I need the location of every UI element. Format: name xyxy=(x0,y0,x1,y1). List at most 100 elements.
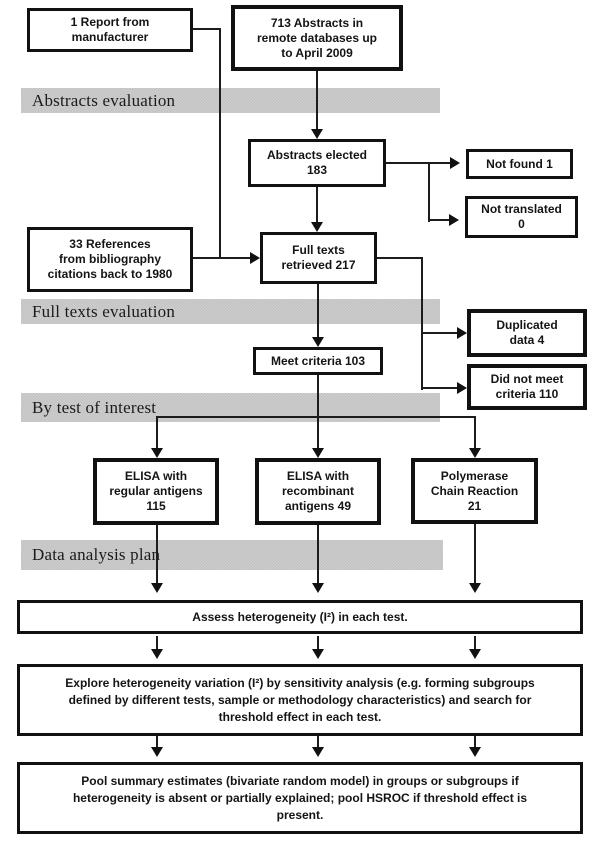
section-band-by-test-of-interest: By test of interest xyxy=(21,393,440,422)
node-text-line: Polymerase xyxy=(440,468,509,483)
arrow-right-icon xyxy=(450,157,460,169)
connector-line xyxy=(421,332,459,334)
connector-line xyxy=(156,525,158,585)
node-text-line: regular antigens xyxy=(109,484,203,498)
arrow-down-icon xyxy=(312,747,324,757)
node-polymerase-chain-reaction: Polymerase Chain Reaction 21 xyxy=(411,458,538,524)
section-band-abstracts-evaluation: Abstracts evaluation xyxy=(21,88,440,113)
node-text-line: criteria 110 xyxy=(495,387,559,401)
node-text-line: ELISA with xyxy=(124,469,188,483)
band-label: By test of interest xyxy=(32,397,157,417)
connector-line xyxy=(317,284,319,340)
node-text-line: Abstracts elected xyxy=(266,148,368,162)
connector-line xyxy=(193,257,253,259)
node-text-line: manufacturer xyxy=(71,30,149,44)
node-abstracts-elected: Abstracts elected 183 xyxy=(248,139,386,187)
arrow-down-icon xyxy=(311,222,323,232)
node-text-line: Pool summary estimates (bivariate random… xyxy=(81,773,519,788)
node-text-line: 1 Report from xyxy=(70,15,150,29)
connector-line xyxy=(474,416,476,450)
node-text-line: heterogeneity is absent or partially exp… xyxy=(72,790,528,805)
node-text-line: 0 xyxy=(518,217,525,231)
connector-line xyxy=(428,219,457,221)
arrow-down-icon xyxy=(312,448,324,458)
node-text-line: Full texts xyxy=(292,243,345,257)
node-text-line: remote databases up xyxy=(256,30,378,45)
arrow-down-icon xyxy=(312,337,324,347)
connector-line xyxy=(156,735,158,749)
node-report-from-manufacturer: 1 Report from manufacturer xyxy=(27,8,193,52)
arrow-down-icon xyxy=(312,649,324,659)
node-elisa-recombinant-antigens: ELISA with recombinant antigens 49 xyxy=(255,458,381,525)
connector-line xyxy=(219,28,221,259)
connector-line xyxy=(474,735,476,749)
node-text-line: Assess heterogeneity (I²) in each test. xyxy=(192,609,408,624)
arrow-down-icon xyxy=(151,747,163,757)
arrow-right-icon xyxy=(250,252,260,264)
node-text-line: Not translated xyxy=(481,202,562,216)
node-assess-heterogeneity: Assess heterogeneity (I²) in each test. xyxy=(17,600,583,634)
connector-line xyxy=(421,387,459,389)
node-text-line: threshold effect in each test. xyxy=(218,709,382,724)
node-text-line: 713 Abstracts in xyxy=(270,15,364,30)
node-text-line: 115 xyxy=(146,499,166,513)
node-text-line: Meet criteria 103 xyxy=(270,353,366,368)
section-band-data-analysis-plan: Data analysis plan xyxy=(21,540,443,570)
node-text-line: ELISA with xyxy=(286,469,350,483)
node-references-33: 33 References from bibliography citation… xyxy=(27,227,193,292)
connector-line xyxy=(317,374,319,418)
band-label: Full texts evaluation xyxy=(32,301,176,321)
node-text-line: present. xyxy=(276,807,324,822)
node-text-line: 21 xyxy=(467,498,482,513)
arrow-down-icon xyxy=(151,448,163,458)
arrow-down-icon xyxy=(469,583,481,593)
node-full-texts-retrieved: Full texts retrieved 217 xyxy=(260,232,377,284)
node-text-line: retrieved 217 xyxy=(281,258,356,272)
arrow-down-icon xyxy=(469,448,481,458)
node-text-line: data 4 xyxy=(509,333,545,347)
connector-line xyxy=(193,28,221,30)
node-text-line: from bibliography xyxy=(59,252,161,266)
arrow-down-icon xyxy=(311,129,323,139)
connector-line xyxy=(317,416,319,450)
connector-line xyxy=(428,162,458,164)
arrow-right-icon xyxy=(457,382,467,394)
arrow-down-icon xyxy=(469,747,481,757)
node-abstracts-713: 713 Abstracts in remote databases up to … xyxy=(231,5,403,71)
node-text-line: Not found 1 xyxy=(486,156,553,171)
connector-line xyxy=(316,71,318,131)
node-elisa-regular-antigens: ELISA with regular antigens 115 xyxy=(93,458,219,525)
node-text-line: Duplicated xyxy=(496,318,558,332)
node-meet-criteria: Meet criteria 103 xyxy=(253,347,383,375)
connector-line xyxy=(474,524,476,585)
node-text-line: Did not meet xyxy=(490,372,564,386)
band-label: Data analysis plan xyxy=(32,545,161,564)
connector-line xyxy=(428,162,430,222)
node-text-line: citations back to 1980 xyxy=(47,267,173,281)
node-text-line: recombinant xyxy=(281,484,354,498)
connector-line xyxy=(156,416,158,450)
section-band-full-texts-evaluation: Full texts evaluation xyxy=(21,299,440,324)
connector-line xyxy=(156,416,476,418)
connector-line xyxy=(317,525,319,585)
node-text-line: 183 xyxy=(306,163,328,177)
connector-line xyxy=(377,257,423,259)
node-text-line: to April 2009 xyxy=(281,45,353,60)
connector-line xyxy=(156,636,158,651)
node-not-found: Not found 1 xyxy=(466,149,573,179)
connector-line xyxy=(317,735,319,749)
arrow-down-icon xyxy=(151,583,163,593)
arrow-down-icon xyxy=(151,649,163,659)
node-duplicated-data: Duplicated data 4 xyxy=(467,309,587,357)
node-not-translated: Not translated 0 xyxy=(465,196,578,238)
node-text-line: Chain Reaction xyxy=(430,483,519,498)
connector-line xyxy=(386,162,430,164)
node-text-line: antigens 49 xyxy=(284,499,352,513)
connector-line xyxy=(474,636,476,651)
connector-line xyxy=(317,636,319,651)
arrow-down-icon xyxy=(312,583,324,593)
connector-line xyxy=(316,187,318,225)
node-text-line: Explore heterogeneity variation (I²) by … xyxy=(65,675,535,690)
band-label: Abstracts evaluation xyxy=(32,90,176,110)
